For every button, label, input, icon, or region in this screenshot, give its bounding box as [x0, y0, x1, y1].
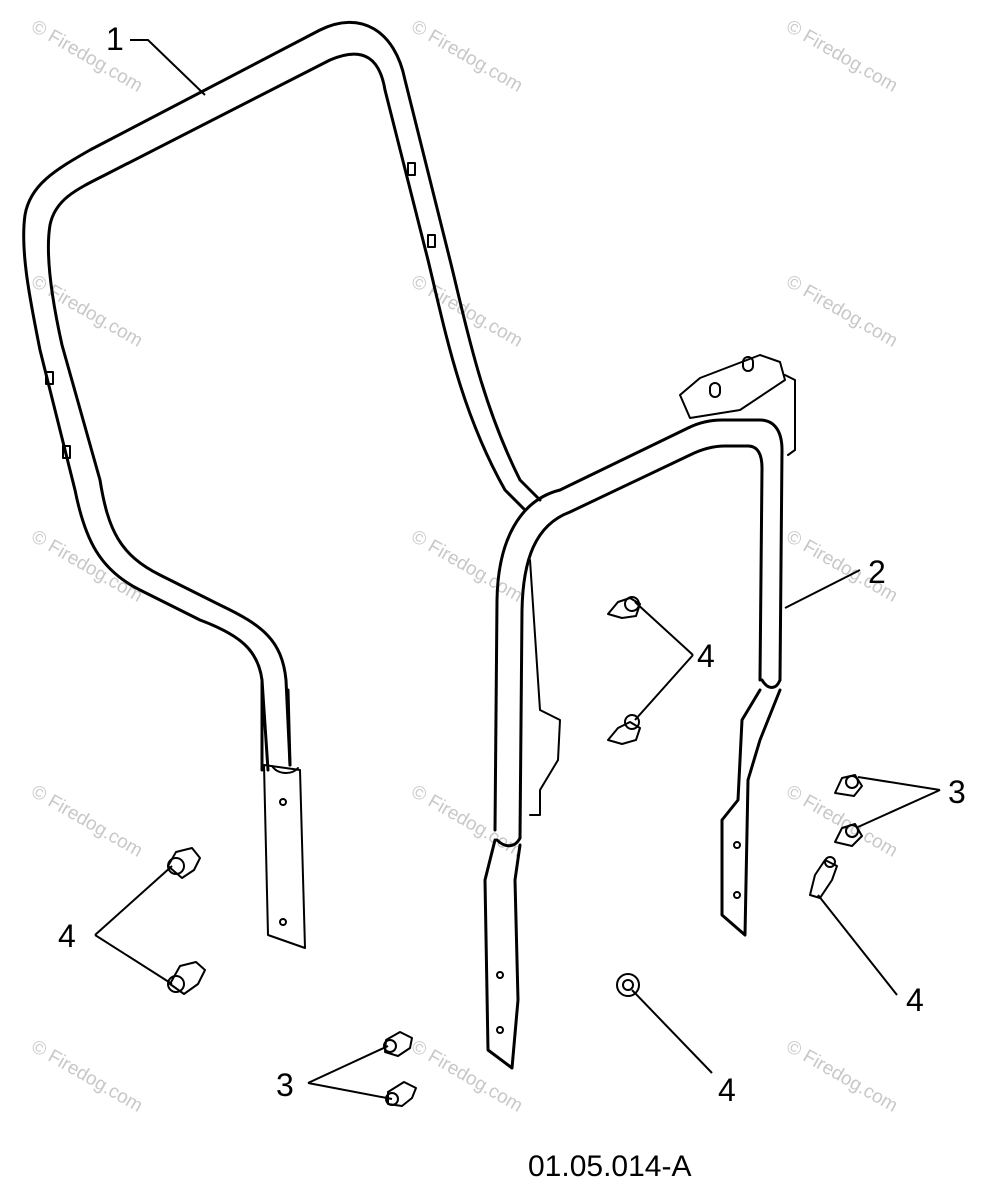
screw — [809, 856, 838, 899]
callout-3: 3 — [276, 1067, 294, 1103]
screw — [607, 596, 641, 619]
watermark: © Firedog.com — [783, 1036, 902, 1117]
watermarks: © Firedog.com © Firedog.com © Firedog.co… — [28, 16, 902, 1117]
watermark: © Firedog.com — [28, 16, 147, 97]
watermark: © Firedog.com — [783, 16, 902, 97]
handle-lower-part-2 — [483, 354, 796, 1070]
callout-3: 3 — [948, 774, 966, 810]
watermark: © Firedog.com — [408, 781, 527, 862]
leader-lines — [94, 39, 941, 1100]
handle-upper-part-1 — [22, 20, 542, 949]
watermark: © Firedog.com — [408, 16, 527, 97]
callout-4: 4 — [718, 1072, 736, 1108]
watermark: © Firedog.com — [28, 526, 147, 607]
bolt — [616, 973, 640, 997]
callout-4: 4 — [697, 638, 715, 674]
callout-labels: 1 2 4 3 4 4 3 4 — [58, 21, 966, 1108]
callout-4: 4 — [906, 982, 924, 1018]
screw-fasteners — [167, 596, 838, 997]
nut — [385, 1081, 417, 1107]
callout-4: 4 — [58, 918, 76, 954]
callout-2: 2 — [868, 554, 886, 590]
watermark: © Firedog.com — [408, 271, 527, 352]
nut — [834, 823, 863, 847]
callout-1: 1 — [106, 21, 124, 57]
screw — [167, 847, 201, 879]
watermark: © Firedog.com — [28, 781, 147, 862]
nut — [834, 774, 863, 797]
watermark: © Firedog.com — [28, 1036, 147, 1117]
screw — [167, 961, 206, 995]
figure-id: 01.05.014-A — [528, 1150, 691, 1183]
nut — [383, 1031, 413, 1057]
watermark: © Firedog.com — [408, 1036, 527, 1117]
screw — [607, 714, 641, 745]
nut-fasteners — [383, 774, 863, 1107]
watermark: © Firedog.com — [28, 271, 147, 352]
watermark: © Firedog.com — [783, 271, 902, 352]
